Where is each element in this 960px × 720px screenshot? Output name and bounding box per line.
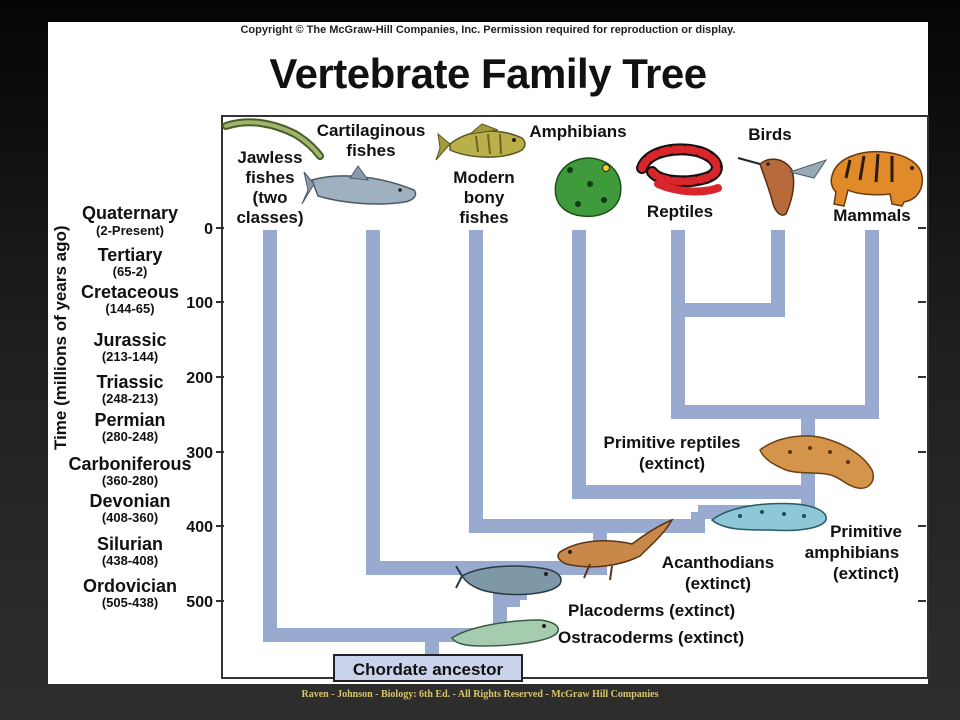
label-mammals: Mammals [833, 206, 910, 225]
period-ordovician: Ordovician (505-438) [83, 576, 177, 610]
placoderm-illustration [455, 565, 562, 596]
svg-text:(438-408): (438-408) [102, 553, 158, 568]
svg-text:(248-213): (248-213) [102, 391, 158, 406]
branch-cartilaginous-fishes [366, 230, 520, 575]
svg-text:(408-360): (408-360) [102, 510, 158, 525]
footer-credit: Raven - Johnson - Biology: 6th Ed. - All… [301, 689, 659, 700]
svg-text:Carboniferous: Carboniferous [68, 454, 191, 474]
branch-amphibians [572, 230, 808, 499]
svg-text:(2-Present): (2-Present) [96, 223, 164, 238]
svg-text:(extinct): (extinct) [833, 564, 899, 583]
svg-text:fishes: fishes [245, 168, 294, 187]
tiger-illustration [830, 150, 924, 207]
trunk-amphibian-to-bony [600, 512, 705, 533]
label-primitive-reptiles: Primitive reptiles (extinct) [603, 433, 740, 473]
branch-jawless-fishes [263, 230, 432, 642]
svg-text:(360-280): (360-280) [102, 473, 158, 488]
svg-text:(144-65): (144-65) [105, 301, 154, 316]
axis-tick-label: 100 [186, 295, 213, 312]
ostracoderm-illustration [450, 619, 560, 647]
snake-illustration [636, 143, 723, 196]
tree-branches [263, 230, 879, 658]
branch-reptiles-mammals [671, 230, 879, 419]
svg-text:bony: bony [464, 188, 505, 207]
svg-text:Cartilaginous: Cartilaginous [317, 121, 426, 140]
svg-text:amphibians: amphibians [805, 543, 899, 562]
chordate-ancestor-label: Chordate ancestor [353, 660, 504, 679]
label-bony-fishes: Modern bony fishes [453, 168, 514, 227]
axis-tick-label: 0 [204, 221, 213, 238]
axis-tick-label: 200 [186, 370, 213, 387]
period-devonian: Devonian (408-360) [89, 491, 170, 525]
time-axis: 0 100 200 300 400 500 Time (millions of … [51, 221, 926, 611]
label-birds: Birds [748, 125, 791, 144]
jawless-fish-illustration [222, 118, 324, 160]
bird-illustration [737, 157, 828, 216]
svg-text:fishes: fishes [459, 208, 508, 227]
label-placoderms: Placoderms (extinct) [568, 601, 735, 620]
axis-tick-label: 300 [186, 445, 213, 462]
axis-tick-label: 400 [186, 519, 213, 536]
svg-text:(213-144): (213-144) [102, 349, 158, 364]
label-jawless-fishes: Jawless fishes (two classes) [236, 148, 303, 227]
svg-text:Primitive: Primitive [830, 522, 902, 541]
svg-text:(extinct): (extinct) [639, 454, 705, 473]
period-jurassic: Jurassic (213-144) [93, 330, 166, 364]
svg-text:Tertiary: Tertiary [98, 245, 163, 265]
period-carboniferous: Carboniferous (360-280) [68, 454, 191, 488]
svg-text:Ordovician: Ordovician [83, 576, 177, 596]
label-primitive-amphibians: Primitive amphibians (extinct) [805, 522, 902, 583]
svg-text:(505-438): (505-438) [102, 595, 158, 610]
period-tertiary: Tertiary (65-2) [98, 245, 163, 279]
period-triassic: Triassic (248-213) [96, 372, 163, 406]
svg-text:Primitive reptiles: Primitive reptiles [603, 433, 740, 452]
copyright-notice: Copyright © The McGraw-Hill Companies, I… [240, 24, 736, 36]
acanthodian-illustration [557, 518, 674, 581]
svg-text:Triassic: Triassic [96, 372, 163, 392]
svg-text:Acanthodians: Acanthodians [662, 553, 774, 572]
primitive-amphibian-illustration [710, 502, 827, 532]
primitive-reptile-illustration [759, 435, 874, 489]
page-title: Vertebrate Family Tree [269, 50, 707, 97]
period-cretaceous: Cretaceous (144-65) [81, 282, 179, 316]
svg-text:Quaternary: Quaternary [82, 203, 178, 223]
bony-fish-illustration [435, 123, 526, 161]
svg-text:Silurian: Silurian [97, 534, 163, 554]
svg-text:Devonian: Devonian [89, 491, 170, 511]
geologic-periods: Quaternary (2-Present) Tertiary (65-2) C… [68, 203, 191, 610]
frog-illustration [554, 157, 622, 218]
tree-frame [221, 115, 929, 679]
svg-text:(280-248): (280-248) [102, 429, 158, 444]
svg-text:Cretaceous: Cretaceous [81, 282, 179, 302]
axis-tick-label: 500 [186, 594, 213, 611]
svg-text:(two: (two [253, 188, 288, 207]
svg-text:(65-2): (65-2) [113, 264, 148, 279]
label-amphibians: Amphibians [529, 122, 626, 141]
trunk-bony-to-cartilaginous [520, 526, 607, 575]
label-ostracoderms: Ostracoderms (extinct) [558, 628, 744, 647]
svg-text:Modern: Modern [453, 168, 514, 187]
shark-illustration [301, 165, 417, 205]
axis-title: Time (millions of years ago) [51, 225, 70, 450]
period-quaternary: Quaternary (2-Present) [82, 203, 178, 238]
period-silurian: Silurian (438-408) [97, 534, 163, 568]
branch-bony-fishes [469, 230, 600, 533]
chordate-ancestor-box [333, 654, 523, 682]
svg-text:Jawless: Jawless [237, 148, 302, 167]
svg-text:fishes: fishes [346, 141, 395, 160]
label-acanthodians: Acanthodians (extinct) [662, 553, 774, 593]
svg-text:Permian: Permian [94, 410, 165, 430]
svg-text:Jurassic: Jurassic [93, 330, 166, 350]
label-reptiles: Reptiles [647, 202, 713, 221]
branch-birds [678, 230, 785, 317]
svg-text:(extinct): (extinct) [685, 574, 751, 593]
svg-text:classes): classes) [236, 208, 303, 227]
period-permian: Permian (280-248) [94, 410, 165, 444]
label-cartilaginous-fishes: Cartilaginous fishes [317, 121, 426, 160]
